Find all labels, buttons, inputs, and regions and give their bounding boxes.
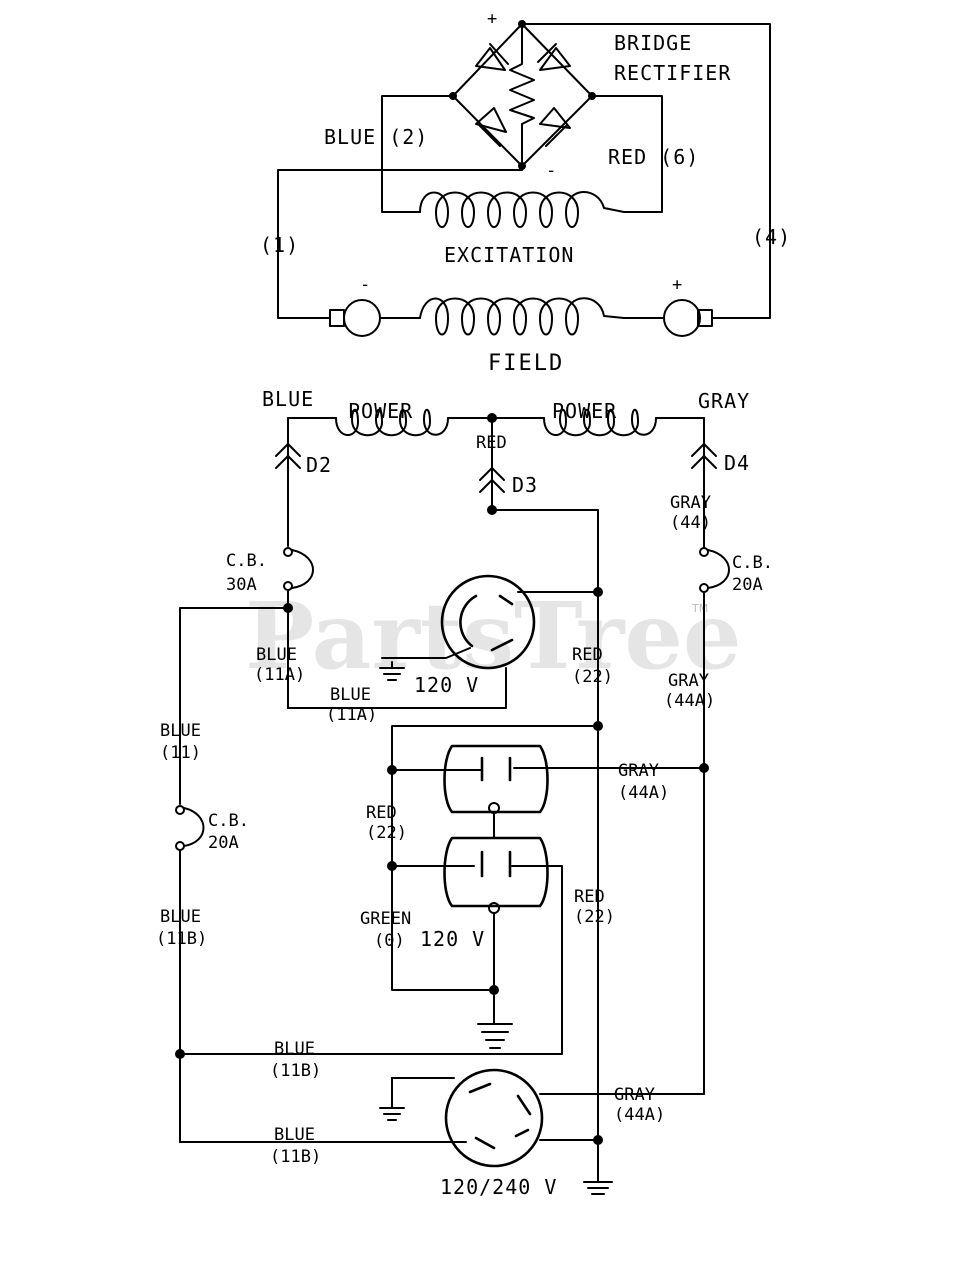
label-cb20r-a: C.B. bbox=[732, 553, 773, 573]
diode-bottom-left bbox=[475, 107, 507, 147]
label-blue11-b: (11) bbox=[160, 743, 201, 763]
bridge-title-line2: RECTIFIER bbox=[614, 61, 731, 85]
excitation-coil bbox=[419, 191, 625, 228]
label-green0-a: GREEN bbox=[360, 909, 411, 929]
bridge-title-line1: BRIDGE bbox=[614, 31, 692, 55]
label-gray44a-1b: (44A) bbox=[664, 691, 715, 711]
connector-d2: D2 bbox=[275, 417, 332, 477]
power-coil-left bbox=[335, 408, 449, 437]
watermark: PartsTree TM bbox=[245, 582, 741, 690]
label-d3: D3 bbox=[512, 473, 538, 497]
field-terminal-left bbox=[343, 299, 381, 337]
label-blue11-a: BLUE bbox=[160, 721, 201, 741]
label-blue11a-1b: (11A) bbox=[254, 665, 305, 685]
power-windings bbox=[287, 408, 705, 437]
label-gray44a-3b: (44A) bbox=[614, 1105, 665, 1125]
label-blue11b-3b: (11B) bbox=[270, 1147, 321, 1167]
bridge-rectifier: + - BRIDGE RECTIFIER bbox=[449, 9, 731, 181]
label-blue-top: BLUE bbox=[262, 387, 314, 411]
receptacle-twistlock-120v bbox=[379, 574, 536, 681]
label-120v-top: 120 V bbox=[414, 673, 479, 697]
label-red22-3b: (22) bbox=[574, 907, 615, 927]
label-blue11a-1a: BLUE bbox=[256, 645, 297, 665]
connector-d3: D3 bbox=[479, 417, 538, 511]
label-gray44a-3a: GRAY bbox=[614, 1085, 655, 1105]
label-blue11b-1a: BLUE bbox=[160, 907, 201, 927]
label-blue11b-3a: BLUE bbox=[274, 1125, 315, 1145]
diode-bottom-right bbox=[539, 107, 571, 147]
blue-circuit bbox=[175, 461, 563, 1143]
label-cb20l-a: C.B. bbox=[208, 811, 249, 831]
label-cb20r-b: 20A bbox=[732, 575, 763, 595]
label-gray44a-1a: GRAY bbox=[668, 671, 709, 691]
receptacle-duplex-120v bbox=[443, 744, 549, 1049]
bridge-resistor bbox=[509, 23, 535, 167]
label-blue11a-2a: BLUE bbox=[330, 685, 371, 705]
watermark-trademark: TM bbox=[691, 602, 708, 615]
label-blue11b-1b: (11B) bbox=[156, 929, 207, 949]
label-gray44-b: (44) bbox=[670, 513, 711, 533]
field-brush-left bbox=[329, 309, 345, 327]
excitation-wiring bbox=[277, 23, 771, 319]
breaker-20a-left-arc bbox=[183, 807, 205, 847]
breaker-30a-arc bbox=[291, 549, 314, 589]
watermark-text: PartsTree bbox=[245, 582, 741, 690]
label-cb30-a: C.B. bbox=[226, 551, 267, 571]
label-blue11b-2a: BLUE bbox=[274, 1039, 315, 1059]
label-red22-1a: RED bbox=[572, 645, 603, 665]
label-gray44-a: GRAY bbox=[670, 493, 711, 513]
label-power-left: POWER bbox=[348, 399, 413, 423]
label-gray-top: GRAY bbox=[698, 389, 750, 413]
diode-top-left bbox=[475, 43, 509, 71]
label-excitation: EXCITATION bbox=[444, 243, 574, 267]
red-circuit bbox=[387, 505, 613, 1195]
label-red22-1b: (22) bbox=[572, 667, 613, 687]
label-gray44a-2b: (44A) bbox=[618, 783, 669, 803]
power-coil-right bbox=[543, 408, 657, 437]
label-field: FIELD bbox=[488, 351, 564, 376]
label-blue11b-2b: (11B) bbox=[270, 1061, 321, 1081]
label-green0-b: (0) bbox=[374, 931, 405, 951]
diode-top-right bbox=[537, 43, 571, 71]
label-power-right: POWER bbox=[552, 399, 617, 423]
breaker-20a-right-arc bbox=[707, 549, 730, 589]
label-red-6: RED (6) bbox=[608, 145, 699, 169]
bridge-plus: + bbox=[487, 9, 497, 29]
field-minus: - bbox=[360, 275, 370, 295]
label-red22-2b: (22) bbox=[366, 823, 407, 843]
bridge-minus: - bbox=[546, 161, 556, 181]
label-lead-4: (4) bbox=[752, 225, 791, 249]
label-120-240v: 120/240 V bbox=[440, 1175, 557, 1199]
label-d2: D2 bbox=[306, 453, 332, 477]
label-cb20l-b: 20A bbox=[208, 833, 239, 853]
field-coil bbox=[419, 297, 625, 336]
field-plus: + bbox=[672, 275, 682, 295]
field-brush-right bbox=[697, 309, 713, 327]
label-red22-2a: RED bbox=[366, 803, 397, 823]
connector-d4: D4 bbox=[691, 417, 750, 487]
field-coil-group: - + bbox=[329, 275, 713, 337]
label-blue11a-2b: (11A) bbox=[326, 705, 377, 725]
label-d4: D4 bbox=[724, 451, 750, 475]
label-lead-1: (1) bbox=[260, 233, 299, 257]
label-blue-2: BLUE (2) bbox=[324, 125, 428, 149]
label-red22-3a: RED bbox=[574, 887, 605, 907]
field-terminal-right bbox=[663, 299, 701, 337]
label-cb30-b: 30A bbox=[226, 575, 257, 595]
receptacle-twistlock-120-240v bbox=[379, 1068, 544, 1168]
label-120v-mid: 120 V bbox=[420, 927, 485, 951]
label-gray44a-2a: GRAY bbox=[618, 761, 659, 781]
